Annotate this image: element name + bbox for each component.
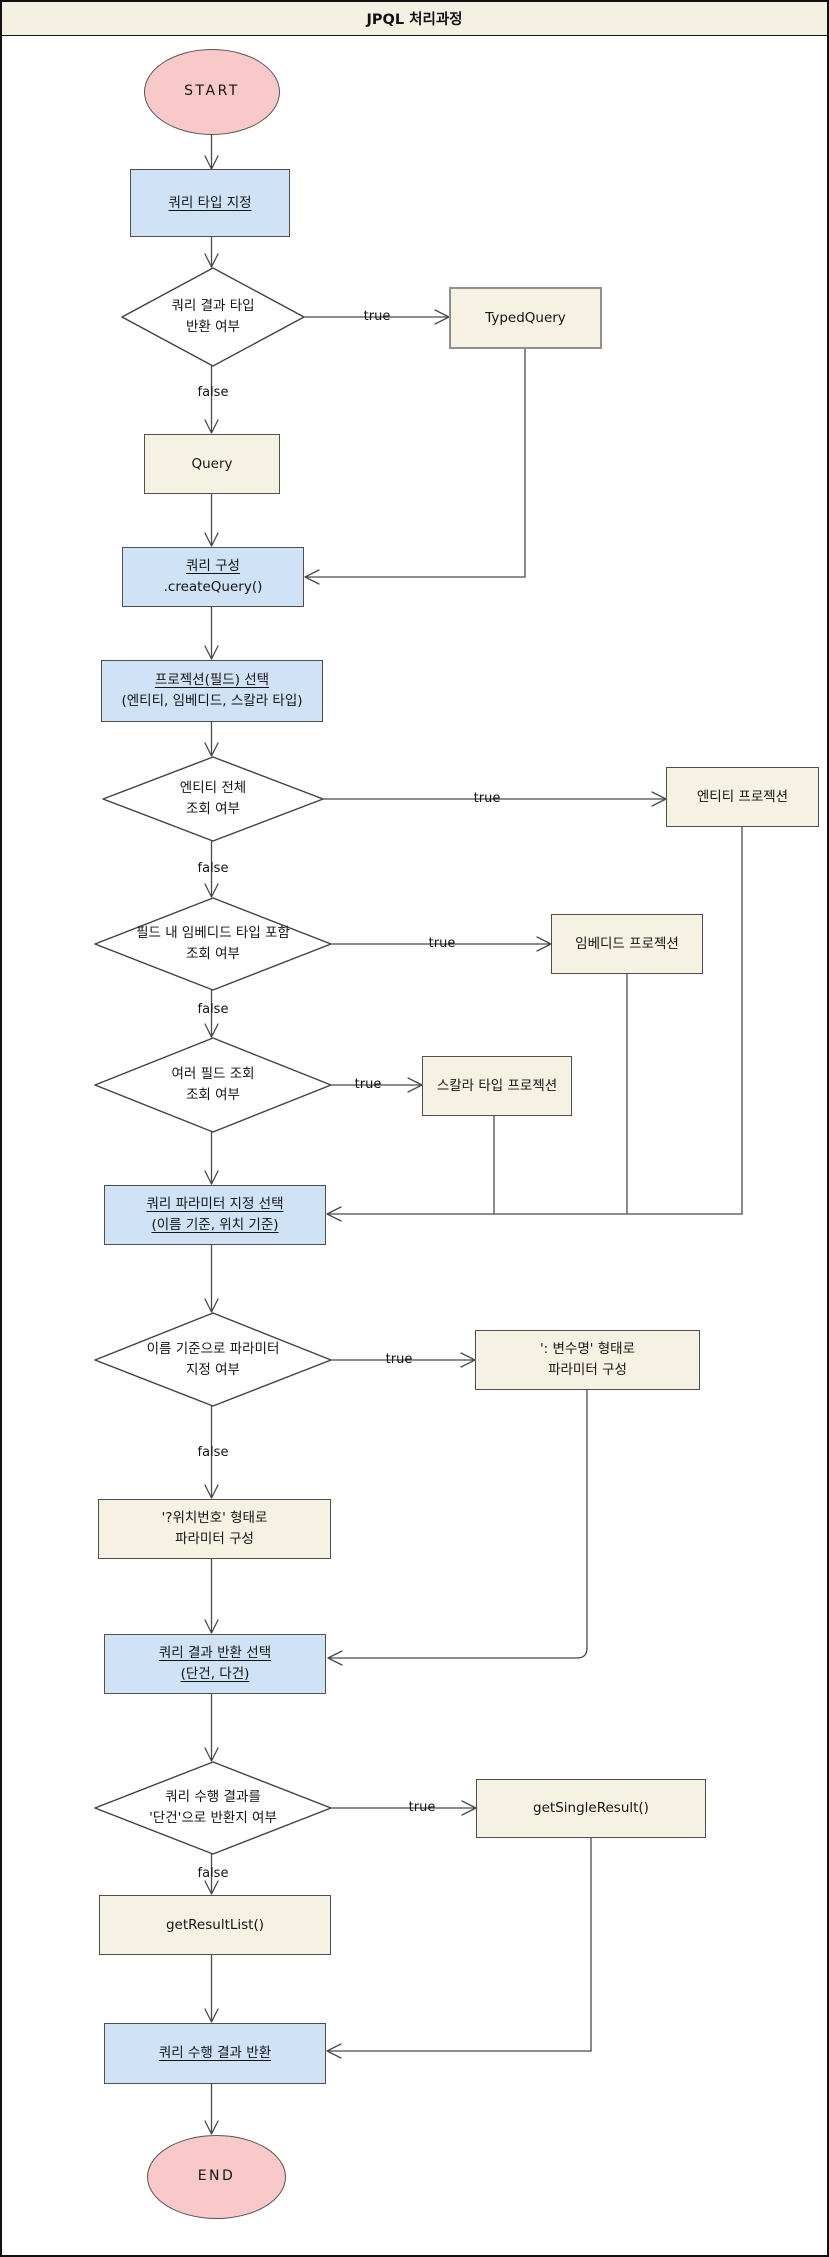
node-typed-query-label: TypedQuery — [485, 309, 566, 326]
node-projection-select-line2: (엔티티, 임베디드, 스칼라 타입) — [121, 693, 303, 709]
node-positional-param: '?위치번호' 형태로 파라미터 구성 — [98, 1499, 331, 1559]
node-get-single-result: getSingleResult() — [476, 1779, 706, 1838]
diagram-title: JPQL 처리과정 — [366, 12, 463, 28]
diagram-title-bar: JPQL 처리과정 — [2, 2, 827, 36]
node-create-query-line2: .createQuery() — [163, 579, 263, 595]
node-result-select-line1: 쿼리 결과 반환 선택 — [158, 1645, 272, 1662]
decision-multi-field: 여러 필드 조회 조회 여부 — [95, 1061, 331, 1109]
decision-entity-all-shape — [102, 756, 324, 842]
node-param-select-line2: (이름 기준, 위치 기준) — [151, 1217, 279, 1233]
node-create-query: 쿼리 구성 .createQuery() — [122, 547, 304, 607]
decision-entity-all-line1: 엔티티 전체 — [179, 780, 247, 797]
node-named-param-line2: 파라미터 구성 — [548, 1362, 627, 1378]
decision-named-param-line1: 이름 기준으로 파라미터 — [146, 1341, 280, 1358]
node-entity-projection: 엔티티 프로젝션 — [666, 767, 819, 827]
node-result-select-line2: (단건, 다건) — [180, 1666, 250, 1682]
decision-result-type-line1: 쿼리 결과 타입 — [171, 298, 255, 315]
node-get-single-result-label: getSingleResult() — [533, 1800, 649, 1817]
edge-label-true-multi-field: true — [354, 1077, 382, 1092]
node-embedded-projection: 임베디드 프로젝션 — [551, 914, 703, 974]
node-projection-select-line1: 프로젝션(필드) 선택 — [154, 672, 270, 689]
node-create-query-line1: 쿼리 구성 — [186, 558, 240, 575]
decision-single-line2: '단건'으로 반환지 여부 — [149, 1810, 277, 1826]
decision-named-param-line2: 지정 여부 — [186, 1362, 240, 1378]
node-query-type: 쿼리 타입 지정 — [130, 169, 290, 237]
decision-multi-field-line2: 조회 여부 — [186, 1087, 240, 1103]
edge-label-true-result-type: true — [363, 309, 391, 324]
decision-result-type-shape — [121, 267, 305, 367]
node-positional-param-line2: 파라미터 구성 — [175, 1531, 254, 1547]
edge-label-true-embedded: true — [428, 936, 456, 951]
node-get-result-list: getResultList() — [99, 1895, 331, 1955]
decision-named-param: 이름 기준으로 파라미터 지정 여부 — [95, 1336, 331, 1384]
node-query-label: Query — [191, 455, 233, 472]
start-label: START — [184, 83, 240, 100]
decision-multi-field-shape — [94, 1037, 332, 1133]
node-embedded-projection-label: 임베디드 프로젝션 — [575, 935, 679, 952]
decision-embedded-line1: 필드 내 임베디드 타입 포함 — [136, 925, 290, 942]
decision-single-line1: 쿼리 수행 결과를 — [165, 1789, 261, 1806]
decision-result-type: 쿼리 결과 타입 반환 여부 — [113, 293, 313, 341]
decision-multi-field-line1: 여러 필드 조회 — [171, 1066, 255, 1083]
decision-named-param-shape — [94, 1312, 332, 1407]
start-terminal: START — [144, 49, 280, 135]
node-positional-param-line1: '?위치번호' 형태로 — [161, 1510, 268, 1527]
edge-label-true-single: true — [408, 1800, 436, 1815]
decision-embedded-shape — [94, 897, 332, 991]
node-entity-projection-label: 엔티티 프로젝션 — [696, 788, 789, 805]
edge-label-false-entity-all: false — [197, 861, 229, 876]
edge-label-false-result-type: false — [197, 385, 229, 400]
decision-embedded: 필드 내 임베디드 타입 포함 조회 여부 — [95, 920, 331, 968]
node-param-select-line1: 쿼리 파라미터 지정 선택 — [146, 1196, 284, 1213]
edge-label-true-named-param: true — [385, 1352, 413, 1367]
node-query: Query — [144, 434, 280, 494]
end-terminal: END — [147, 2135, 286, 2219]
edge-label-false-embedded: false — [197, 1002, 229, 1017]
node-named-param: ': 변수명' 형태로 파라미터 구성 — [475, 1330, 700, 1390]
decision-embedded-line2: 조회 여부 — [186, 946, 240, 962]
node-return-result: 쿼리 수행 결과 반환 — [104, 2023, 326, 2084]
edge-label-false-single: false — [197, 1866, 229, 1881]
node-get-result-list-label: getResultList() — [165, 1916, 264, 1933]
node-scalar-projection-label: 스칼라 타입 프로젝션 — [436, 1077, 558, 1094]
decision-entity-all: 엔티티 전체 조회 여부 — [103, 775, 323, 823]
node-typed-query: TypedQuery — [449, 287, 602, 349]
edges — [210, 134, 743, 2134]
node-result-select: 쿼리 결과 반환 선택 (단건, 다건) — [104, 1634, 326, 1694]
node-query-type-label: 쿼리 타입 지정 — [168, 194, 252, 211]
decision-single: 쿼리 수행 결과를 '단건'으로 반환지 여부 — [95, 1784, 331, 1832]
node-projection-select: 프로젝션(필드) 선택 (엔티티, 임베디드, 스칼라 타입) — [101, 660, 323, 722]
node-scalar-projection: 스칼라 타입 프로젝션 — [422, 1056, 572, 1116]
decision-single-shape — [94, 1761, 332, 1855]
node-param-select: 쿼리 파라미터 지정 선택 (이름 기준, 위치 기준) — [104, 1185, 326, 1245]
edge-label-true-entity-all: true — [473, 791, 501, 806]
decision-result-type-line2: 반환 여부 — [186, 319, 240, 335]
node-return-result-label: 쿼리 수행 결과 반환 — [158, 2045, 272, 2062]
edge-label-false-named-param: false — [197, 1445, 229, 1460]
decision-entity-all-line2: 조회 여부 — [186, 801, 240, 817]
node-named-param-line1: ': 변수명' 형태로 — [539, 1341, 636, 1358]
end-label: END — [197, 2168, 236, 2185]
